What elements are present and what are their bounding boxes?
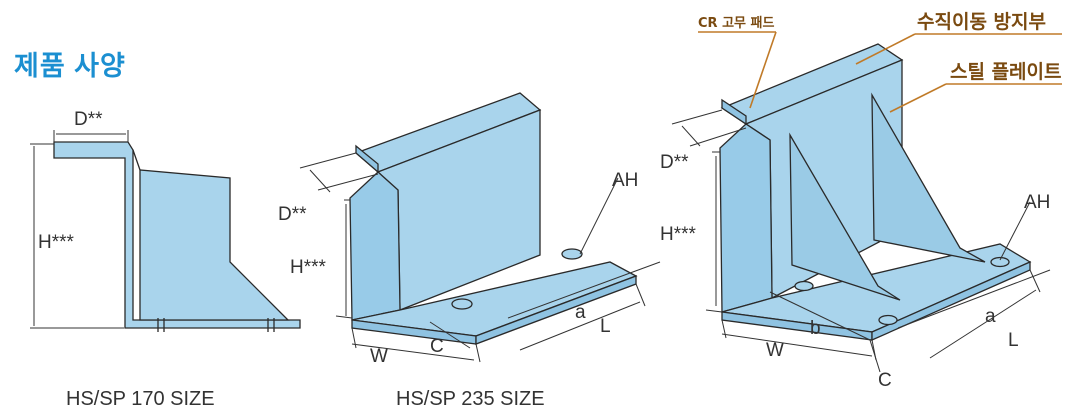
anchor-hole	[878, 314, 898, 326]
figure-235-isometric	[349, 92, 638, 345]
caption-235: HS/SP 235 SIZE	[396, 388, 545, 410]
anchor-hole	[794, 280, 814, 292]
dim-d-label: D**	[278, 204, 307, 225]
dim-c-label: C	[430, 336, 444, 357]
callout-vertical-stop: 수직이동 방지부	[917, 11, 1046, 33]
dim-h-label: H***	[38, 232, 75, 253]
dim-a-label: a	[985, 306, 996, 327]
dim-h-label: H***	[660, 224, 697, 245]
callout-leaders	[698, 31, 1062, 113]
dim-w-label: W	[766, 340, 784, 361]
dim-l-label: L	[1008, 330, 1019, 351]
figure-gusset-dimensions	[671, 109, 1051, 373]
gusset-plate	[139, 169, 290, 321]
callout-steel-plate: 스틸 플레이트	[950, 61, 1062, 83]
dim-c-label: C	[878, 370, 892, 391]
dim-ah-label: AH	[1024, 192, 1050, 213]
dim-d-label: D**	[74, 109, 103, 130]
web-front-face	[719, 123, 773, 313]
gusset-right	[871, 92, 986, 263]
anchor-hole	[561, 248, 583, 260]
web-front-face	[349, 171, 401, 321]
caption-170: HS/SP 170 SIZE	[66, 388, 215, 410]
anchor-hole	[990, 256, 1010, 268]
dim-d-label: D**	[660, 152, 689, 173]
gusset-left	[789, 132, 901, 301]
dim-w-label: W	[370, 346, 388, 367]
dim-a-label: a	[575, 302, 586, 323]
dim-ah-label: AH	[612, 170, 638, 191]
bracket-profile	[53, 141, 301, 329]
page-title: 제품 사양	[14, 51, 126, 81]
callout-cr-pad: CR 고무 패드	[698, 16, 774, 31]
figure-170-dimensions	[30, 130, 129, 329]
dim-b-label: b	[810, 318, 821, 339]
dim-l-label: L	[600, 316, 611, 337]
anchor-hole	[451, 298, 473, 310]
figure-170-side-view	[53, 141, 301, 332]
dim-h-label: H***	[290, 257, 327, 278]
figure-235-dimensions	[299, 152, 661, 363]
